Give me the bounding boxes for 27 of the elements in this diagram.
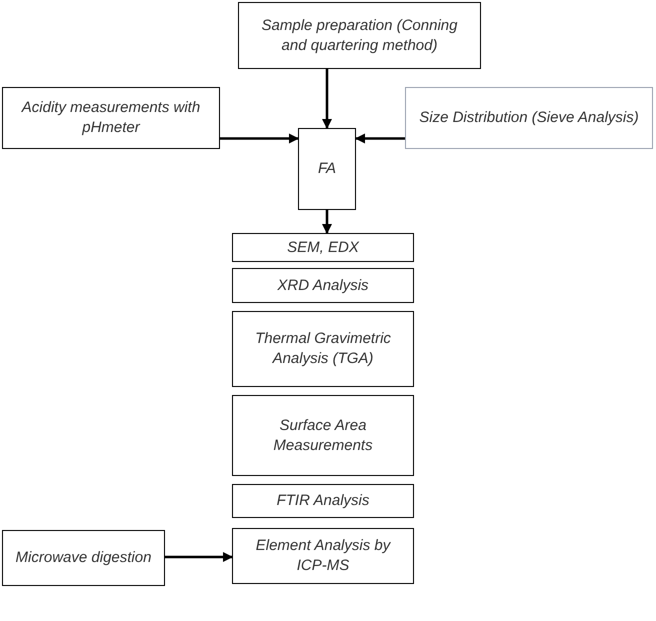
process-box [238, 2, 481, 69]
process-box [405, 87, 653, 149]
process-box [232, 311, 414, 387]
arrow [322, 69, 332, 129]
box-label: Thermal Gravimetric Analysis (TGA) [254, 329, 392, 369]
box-label: Size Distribution (Sieve Analysis) [419, 108, 639, 128]
process-box [232, 395, 414, 476]
arrow [220, 134, 299, 144]
box-label: FTIR Analysis [276, 491, 370, 511]
process-box [232, 233, 414, 262]
process-box [232, 268, 414, 303]
box-label: Surface Area Measurements [272, 416, 374, 456]
box-label: Acidity measurements with pHmeter [20, 98, 202, 138]
box-label: FA [318, 159, 336, 179]
process-box [2, 87, 220, 149]
box-label: XRD Analysis [277, 276, 369, 296]
process-box [232, 528, 414, 584]
arrow [322, 210, 332, 234]
process-box [2, 530, 165, 586]
box-label: SEM, EDX [287, 238, 359, 258]
process-box [298, 128, 356, 210]
process-box [232, 484, 414, 518]
box-label: Sample preparation (Conning and quartering method) [260, 16, 458, 56]
arrow [355, 134, 405, 144]
box-label: Microwave digestion [16, 548, 152, 568]
box-label: Element Analysis by ICP-MS [254, 536, 392, 576]
arrow [165, 552, 233, 562]
